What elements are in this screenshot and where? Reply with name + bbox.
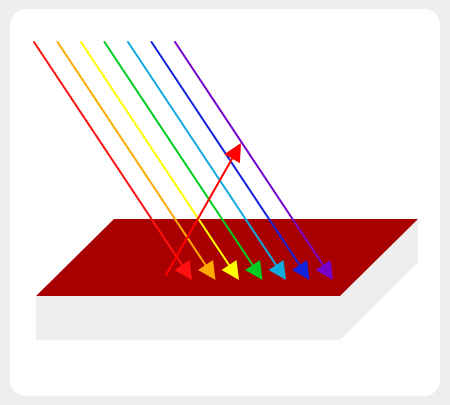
ray-line-cyan (127, 41, 278, 267)
ray-line-yellow (80, 41, 231, 267)
slab-front-face (36, 296, 340, 340)
incident-ray-red (33, 41, 192, 280)
ray-line-violet (174, 41, 325, 267)
incident-ray-cyan (127, 41, 286, 280)
arrowhead-cyan (268, 260, 286, 280)
incident-ray-orange (56, 41, 216, 280)
arrowhead-red (174, 260, 192, 280)
reflected-ray-line (165, 157, 234, 276)
ray-line-red (33, 41, 184, 267)
arrowhead-orange (198, 260, 216, 280)
incident-ray-green (103, 41, 263, 280)
incident-ray-violet (174, 41, 333, 280)
reflected-arrowhead (224, 143, 241, 164)
arrowhead-blue (292, 260, 310, 280)
slab-side-face (340, 219, 418, 340)
ray-line-green (103, 41, 254, 267)
incident-ray-yellow (80, 41, 239, 280)
reflected-ray-group (165, 143, 241, 276)
arrowhead-green (245, 260, 263, 280)
slab-top-face (36, 219, 418, 296)
arrowhead-violet (315, 260, 333, 280)
arrowhead-yellow (221, 260, 239, 280)
ray-line-orange (56, 41, 207, 267)
incident-rays-group (33, 41, 333, 280)
